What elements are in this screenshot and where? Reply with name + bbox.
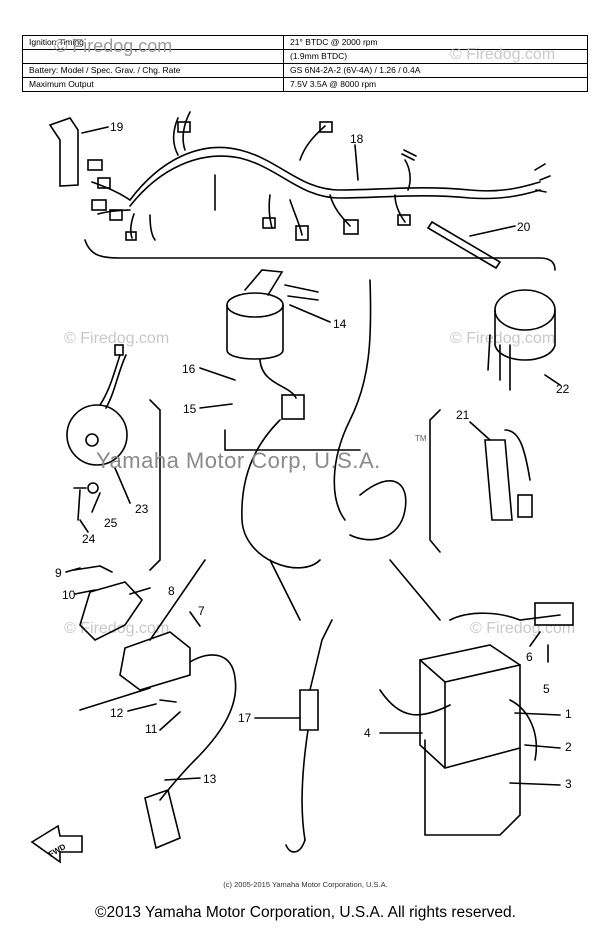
callout-24: 24 — [82, 532, 96, 546]
callout-20: 20 — [517, 220, 531, 234]
callout-18: 18 — [350, 132, 364, 146]
callout-3: 3 — [565, 777, 572, 791]
callout-22: 22 — [556, 382, 570, 396]
lead-wire-21-illustration — [484, 429, 533, 521]
yamaha-brand-watermark: Yamaha Motor Corp, U.S.A. — [96, 448, 381, 474]
regulator-illustration — [487, 289, 556, 391]
spec-row: (1.9mm BTDC) — [22, 49, 588, 64]
battery-illustration — [379, 602, 574, 836]
callout-25: 25 — [104, 516, 118, 530]
wire-harness-illustration — [87, 111, 551, 241]
spec-row: Ignition Timing 21° BTDC @ 2000 rpm — [22, 35, 588, 50]
callout-10: 10 — [62, 588, 76, 602]
callout-14: 14 — [333, 317, 347, 331]
callout-15: 15 — [183, 402, 197, 416]
specification-table: Ignition Timing 21° BTDC @ 2000 rpm (1.9… — [22, 35, 588, 92]
callout-1: 1 — [565, 707, 572, 721]
callout-6: 6 — [526, 650, 533, 664]
horn-illustration — [66, 344, 128, 466]
callout-19: 19 — [110, 120, 124, 134]
callout-4: 4 — [364, 726, 371, 740]
callout-16: 16 — [182, 362, 196, 376]
copyright-footer: ©2013 Yamaha Motor Corporation, U.S.A. A… — [95, 904, 516, 921]
tm-mark: TM — [415, 434, 427, 443]
callout-12: 12 — [110, 706, 124, 720]
firedog-watermark-faint: © Firedog.com — [450, 46, 556, 63]
clamp-20-illustration — [426, 220, 502, 270]
callout-11: 11 — [145, 722, 158, 736]
callout-5: 5 — [543, 682, 550, 696]
bracket-19-illustration — [48, 117, 79, 187]
spec-row: Maximum Output 7.5V 3.5A @ 8000 rpm — [22, 77, 588, 92]
callout-23: 23 — [135, 502, 149, 516]
copyright-caption: (c) 2005-2015 Yamaha Motor Corporation, … — [223, 880, 388, 889]
spec-value: 7.5V 3.5A @ 8000 rpm — [283, 77, 588, 92]
ignition-coil-illustration — [119, 631, 237, 850]
callout-9: 9 — [55, 566, 62, 580]
callout-13: 13 — [203, 772, 217, 786]
callout-2: 2 — [565, 740, 572, 754]
firedog-watermark: © Firedog.com — [54, 36, 173, 56]
callout-8: 8 — [168, 584, 175, 598]
main-switch-illustration — [226, 269, 319, 420]
firedog-watermark-faint: © Firedog.com — [450, 330, 556, 347]
firedog-watermark-faint: © Firedog.com — [64, 330, 170, 347]
neutral-switch-illustration — [285, 619, 333, 853]
brand-text: Yamaha Motor Corp, U.S.A. — [96, 448, 381, 473]
bracket-8-illustration — [79, 581, 144, 641]
fwd-arrow-icon — [30, 824, 83, 864]
callout-21: 21 — [456, 408, 470, 422]
callout-7: 7 — [198, 604, 205, 618]
callout-17: 17 — [238, 711, 252, 725]
